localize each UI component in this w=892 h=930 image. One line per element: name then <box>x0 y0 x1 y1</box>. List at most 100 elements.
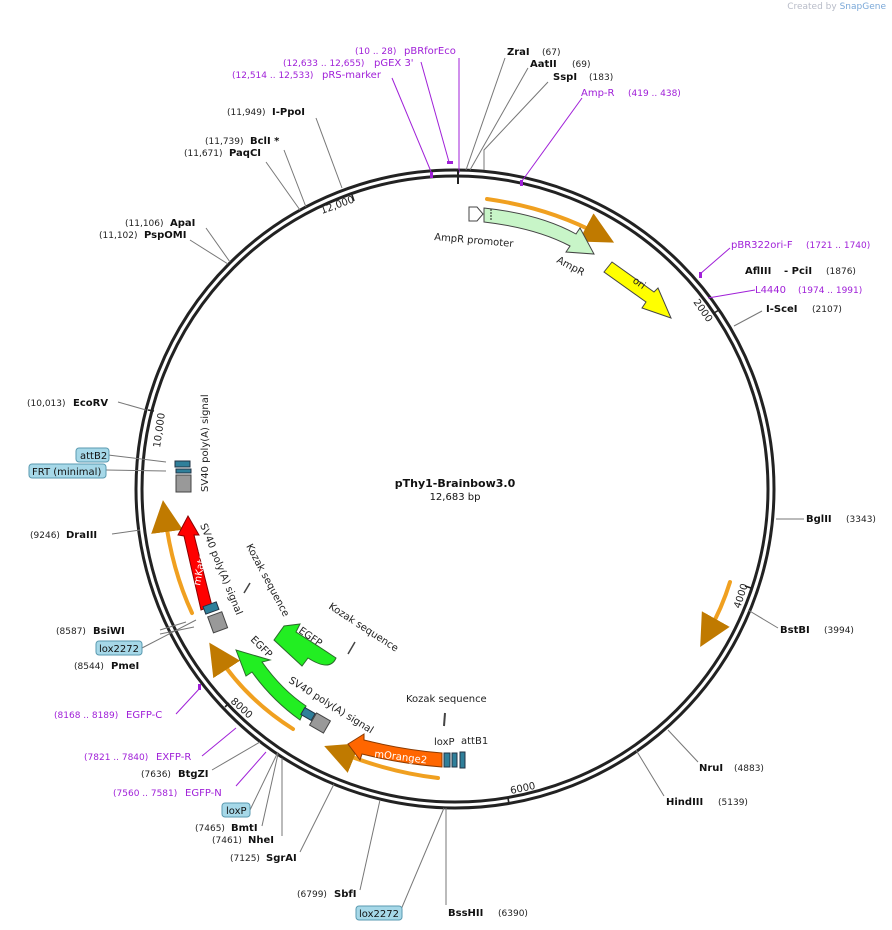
svg-text:BsiWI: BsiWI <box>93 626 125 637</box>
enzyme-sgrai: (7125)SgrAI <box>230 853 297 864</box>
svg-text:(419 .. 438): (419 .. 438) <box>628 89 681 99</box>
svg-text:(1721 .. 1740): (1721 .. 1740) <box>806 241 870 251</box>
svg-text:attB2: attB2 <box>80 451 107 462</box>
enzyme-bglii: BglII(3343) <box>806 514 876 525</box>
svg-text:L4440: L4440 <box>755 285 786 296</box>
svg-text:(4883): (4883) <box>734 764 764 774</box>
enzyme-paqci: (11,671) PaqCI <box>184 148 261 159</box>
svg-text:BssHII: BssHII <box>448 908 483 919</box>
svg-text:(7465): (7465) <box>195 824 225 834</box>
svg-text:Amp-R: Amp-R <box>581 88 615 99</box>
kozak-1-mark <box>243 582 251 594</box>
svg-text:ZraI: ZraI <box>507 47 530 58</box>
primer-l4440: L4440(1974 .. 1991) <box>755 285 862 296</box>
svg-text:(12,514 .. 12,533): (12,514 .. 12,533) <box>232 71 313 81</box>
svg-text:(7560 .. 7581): (7560 .. 7581) <box>113 789 177 799</box>
snapgene-credit: Created by SnapGene <box>787 2 886 12</box>
svg-text:(11,106): (11,106) <box>125 219 164 229</box>
svg-text:pRS-marker: pRS-marker <box>322 70 382 81</box>
svg-text:BclI *: BclI * <box>250 136 280 147</box>
primer-pbrforeco: (10 .. 28)pBRforEco <box>355 46 456 57</box>
enzyme-draiii: (9246)DraIII <box>30 530 97 541</box>
svg-text:pBR322ori-F: pBR322ori-F <box>731 240 793 251</box>
svg-text:lox2272: lox2272 <box>359 909 399 920</box>
enzyme-apai: (11,106) ApaI <box>125 218 195 229</box>
box-lox2272-left: lox2272 <box>95 619 197 656</box>
primer-marks <box>198 161 702 690</box>
tick-6000: 6000 <box>509 781 536 797</box>
enzyme-i-scei: I-SceI (2107) <box>766 304 842 315</box>
svg-text:(1876): (1876) <box>826 267 856 277</box>
svg-text:AflIII: AflIII <box>745 266 771 277</box>
svg-text:(2107): (2107) <box>812 305 842 315</box>
svg-text:(67): (67) <box>542 48 560 58</box>
enzyme-aatii: AatII(69) <box>530 59 590 70</box>
orf-egfp <box>209 642 295 731</box>
svg-text:PspOMI: PspOMI <box>144 230 186 241</box>
svg-text:(6390): (6390) <box>498 909 528 919</box>
svg-text:(11,671): (11,671) <box>184 149 223 159</box>
svg-text:EGFP-N: EGFP-N <box>185 788 222 799</box>
svg-text:ApaI: ApaI <box>170 218 195 229</box>
primer-exfp-r: (7821 .. 7840)EXFP-R <box>84 752 191 763</box>
enzyme-leaders <box>111 57 804 905</box>
svg-text:(12,633 .. 12,655): (12,633 .. 12,655) <box>283 59 364 69</box>
enzyme-sspi: SspI(183) <box>553 72 613 83</box>
enzyme-afliii: AflIII- PciI(1876) <box>745 266 856 277</box>
svg-text:(10,013): (10,013) <box>27 399 66 409</box>
svg-text:SspI: SspI <box>553 72 577 83</box>
box-lox2272-bottom: lox2272 <box>355 807 445 921</box>
svg-text:EcoRV: EcoRV <box>73 398 108 409</box>
svg-text:(9246): (9246) <box>30 531 60 541</box>
svg-text:lox2272: lox2272 <box>99 644 139 655</box>
svg-text:BstBI: BstBI <box>780 625 810 636</box>
enzyme-nhei: (7461)NheI <box>212 835 274 846</box>
box-attb2: attB2 <box>75 447 167 463</box>
tick-2000: 2000 <box>691 297 715 324</box>
enzyme-hindiii: HindIII (5139) <box>666 797 748 808</box>
enzyme-ecorv: (10,013) EcoRV <box>27 398 108 409</box>
enzyme-bcli: (11,739)BclI * <box>205 136 280 147</box>
svg-text:FRT (minimal): FRT (minimal) <box>32 467 101 478</box>
primer-egfp-c: (8168 .. 8189)EGFP-C <box>54 710 162 721</box>
primer-amp-r: Amp-R (419 .. 438) <box>581 88 681 99</box>
svg-text:(5139): (5139) <box>718 798 748 808</box>
svg-text:AmpR promoter: AmpR promoter <box>434 232 515 250</box>
svg-text:NruI: NruI <box>699 763 723 774</box>
enzyme-bsshii: BssHII (6390) <box>448 908 528 919</box>
box-loxp-bottom: loxP <box>221 751 279 818</box>
kozak-2-mark <box>347 641 356 655</box>
svg-text:EGFP-C: EGFP-C <box>126 710 162 721</box>
svg-text:(8587): (8587) <box>56 627 86 637</box>
enzyme-nrui: NruI (4883) <box>699 763 764 774</box>
svg-text:(11,102): (11,102) <box>99 231 138 241</box>
enzyme-sbfi: (6799)SbfI <box>297 889 356 900</box>
svg-text:loxP: loxP <box>434 737 455 748</box>
primer-pbr322ori-f: pBR322ori-F (1721 .. 1740) <box>731 240 870 251</box>
feature-attb2-mark <box>174 460 192 474</box>
primer-leaders <box>175 58 756 787</box>
svg-text:BmtI: BmtI <box>231 823 258 834</box>
credit-prefix: Created by <box>787 2 837 12</box>
svg-text:PaqCI: PaqCI <box>229 148 261 159</box>
feature-kozak-2: Kozak sequence <box>326 601 400 654</box>
enzyme-zrai: ZraI (67) <box>507 47 560 58</box>
svg-text:(7636): (7636) <box>141 770 171 780</box>
primer-pgex3: (12,633 .. 12,655)pGEX 3' <box>283 58 414 69</box>
primer-egfp-n: (7560 .. 7581) EGFP-N <box>113 788 222 799</box>
svg-text:(11,949): (11,949) <box>227 108 266 118</box>
svg-text:AmpR: AmpR <box>555 255 587 279</box>
enzyme-bstbi: BstBI (3994) <box>780 625 854 636</box>
snapgene-brand: SnapGene <box>839 2 886 12</box>
svg-text:BglII: BglII <box>806 514 832 525</box>
svg-text:I-SceI: I-SceI <box>766 304 798 315</box>
svg-text:SgrAI: SgrAI <box>266 853 297 864</box>
svg-text:(7461): (7461) <box>212 836 242 846</box>
orf-4000 <box>700 580 732 647</box>
svg-text:(3994): (3994) <box>824 626 854 636</box>
svg-text:HindIII: HindIII <box>666 797 703 808</box>
svg-text:AatII: AatII <box>530 59 557 70</box>
enzyme-bsiwi: (8587) BsiWI <box>56 626 125 637</box>
enzyme-i-ppoi: (11,949)I-PpoI <box>227 107 305 118</box>
enzyme-pspomi: (11,102) PspOMI <box>99 230 186 241</box>
